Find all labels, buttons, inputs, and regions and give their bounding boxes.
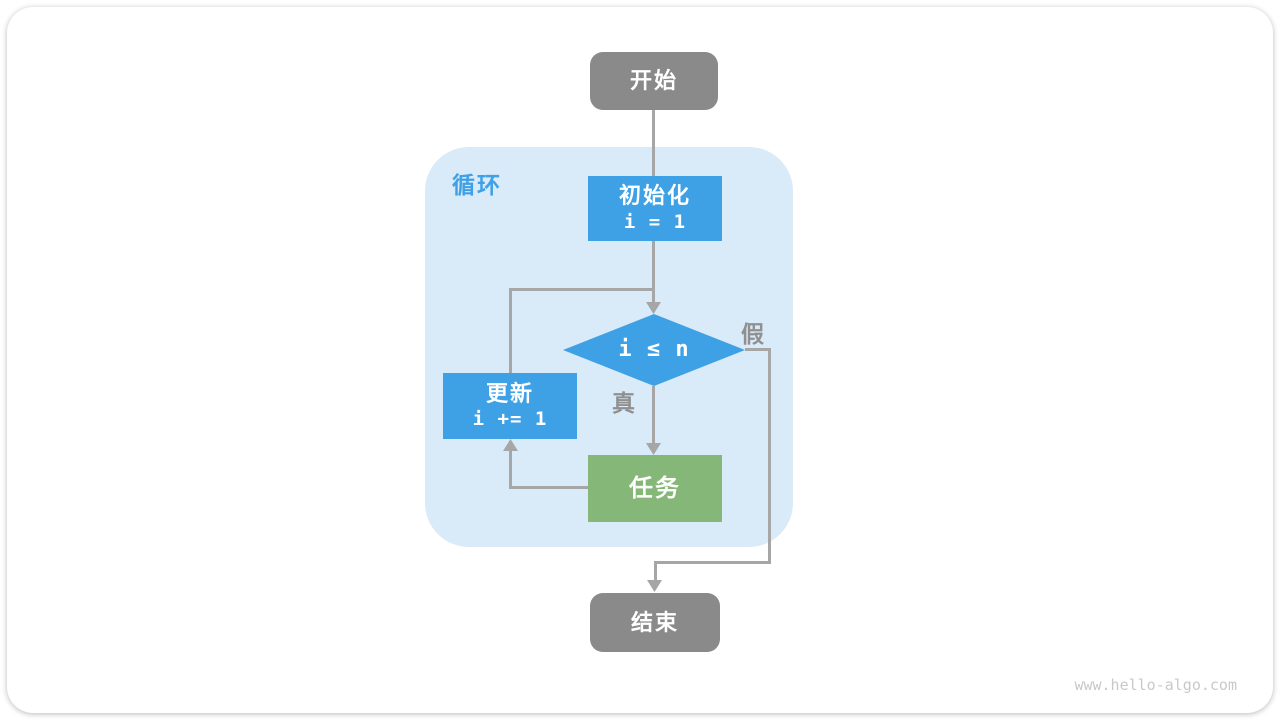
edge-update-feedback-horizontal: [509, 288, 655, 291]
edge-init-to-condition: [652, 241, 655, 304]
edge-start-to-init: [652, 110, 655, 176]
update-node-label: 更新: [485, 380, 534, 406]
edge-task-to-update-vertical: [509, 451, 512, 489]
init-node-code: i = 1: [623, 210, 687, 233]
start-node: 开始: [590, 52, 718, 110]
end-node: 结束: [590, 593, 720, 652]
init-node-label: 初始化: [618, 183, 691, 209]
edge-to-end: [654, 561, 657, 581]
end-node-label: 结束: [630, 609, 679, 635]
start-node-label: 开始: [629, 68, 678, 94]
condition-label: i ≤ n: [618, 336, 690, 362]
edge-false-branch-vertical: [768, 348, 771, 563]
task-node: 任务: [588, 455, 722, 522]
watermark: www.hello-algo.com: [1074, 676, 1237, 694]
update-node-code: i += 1: [472, 408, 548, 431]
edge-task-to-update-horizontal: [510, 486, 590, 489]
false-branch-label: 假: [741, 321, 765, 347]
true-branch-label: 真: [612, 390, 636, 416]
edge-update-feedback-vertical: [509, 288, 512, 373]
loop-label: 循环: [452, 172, 502, 198]
edge-condition-to-task: [652, 386, 655, 443]
init-node: 初始化 i = 1: [588, 176, 722, 241]
edge-false-branch-bottom: [654, 561, 771, 564]
update-node: 更新 i += 1: [443, 373, 577, 439]
task-node-label: 任务: [629, 474, 681, 502]
edge-condition-false-horizontal: [745, 348, 771, 351]
